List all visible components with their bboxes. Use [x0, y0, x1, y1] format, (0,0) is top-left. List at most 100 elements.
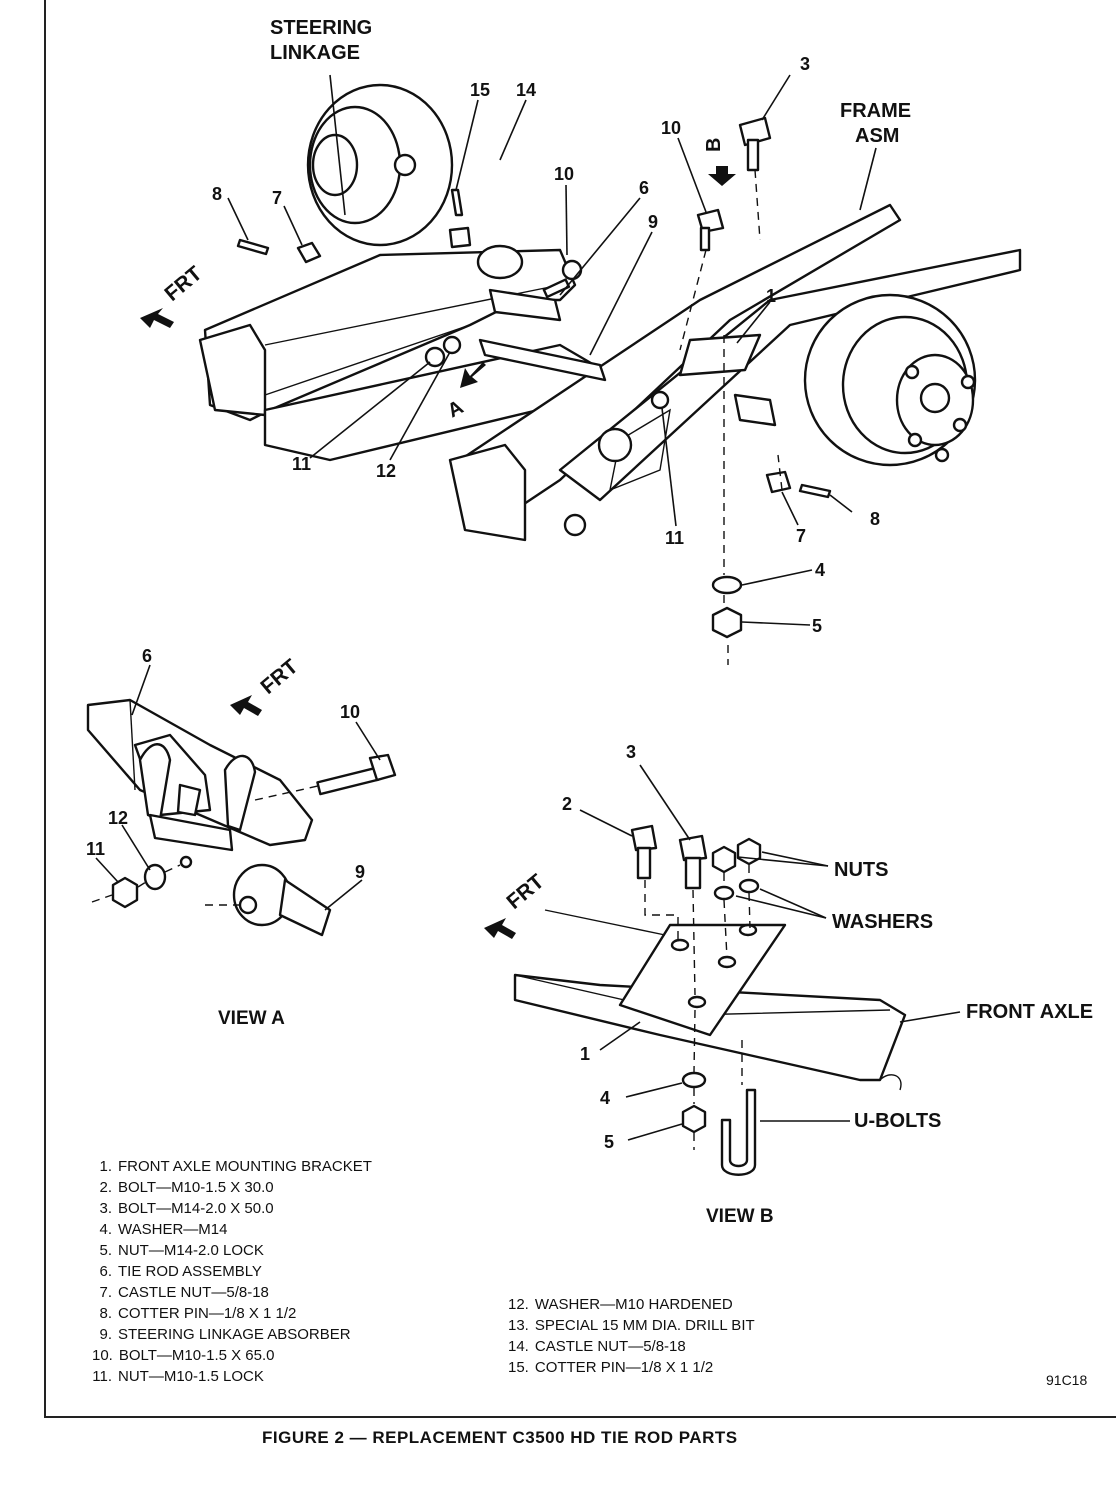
- legend-item: 5. NUT—M14-2.0 LOCK: [92, 1240, 372, 1261]
- callout-10-main-right: 10: [661, 118, 681, 138]
- legend-item-number: 5.: [99, 1242, 112, 1259]
- bolt-m10-main: [696, 208, 725, 252]
- nuts-label: NUTS: [834, 859, 888, 881]
- callout-5-main: 5: [812, 616, 822, 636]
- legend-item-text: BOLT—M10-1.5 X 30.0: [118, 1179, 274, 1196]
- legend-item: 1.FRONT AXLE MOUNTING BRACKET: [92, 1156, 371, 1177]
- legend-item-text: NUT—M14-2.0 LOCK: [118, 1242, 264, 1259]
- view-b-marker: B: [703, 138, 725, 152]
- view-a-leaders: [95, 664, 381, 911]
- nut-view-b-1: [711, 845, 737, 874]
- callout-2-view-b: 2: [562, 794, 572, 814]
- main-view-leaders: [227, 74, 877, 626]
- steering-linkage-label-1: STEERING: [270, 17, 372, 39]
- legend-item-text: COTTER PIN—1/8 X 1 1/2: [534, 1359, 714, 1376]
- nut-m14-main: [711, 606, 743, 639]
- nut-m14-view-b: [681, 1104, 707, 1134]
- callout-10-main-left: 10: [554, 164, 574, 184]
- castle-nut-left: [296, 241, 322, 264]
- callout-9-main: 9: [648, 212, 658, 232]
- legend-item-number: 1.: [99, 1158, 112, 1175]
- view-b-leaders: [579, 764, 961, 1141]
- castle-nut-14: [448, 226, 472, 249]
- callout-6-view-a: 6: [142, 646, 152, 666]
- callout-3-main: 3: [800, 54, 810, 74]
- callout-11-main-left: 11: [292, 454, 311, 474]
- callout-11-main-right: 11: [665, 528, 684, 548]
- legend-item-number: 12.: [508, 1296, 529, 1313]
- callout-15-main: 15: [470, 80, 490, 100]
- frt-arrow-view-b: [484, 918, 516, 939]
- crossmember-bumper-right: [448, 443, 527, 542]
- front-axle-label: FRONT AXLE: [966, 1001, 1093, 1023]
- washer-view-b-1: [713, 885, 735, 901]
- legend-item: 6.TIE ROD ASSEMBLY: [92, 1261, 372, 1282]
- legend-item-number: 9.: [99, 1326, 112, 1343]
- legend-item-number: 7.: [99, 1284, 112, 1301]
- callout-1-main: 1: [766, 286, 776, 306]
- legend-item: 2. BOLT—M10-1.5 X 30.0: [92, 1177, 372, 1198]
- nut-m10-main: [424, 346, 446, 368]
- legend-item-text: WASHER—M14: [118, 1221, 228, 1238]
- bolt-m10-view-b: [630, 824, 658, 880]
- cotter-pin-right: [798, 483, 832, 499]
- legend-item-text: STEERING LINKAGE ABSORBER: [118, 1326, 351, 1343]
- legend-item-text: CASTLE NUT—5/8-18: [118, 1284, 269, 1301]
- callout-12-main: 12: [376, 461, 396, 481]
- castle-nut-right: [765, 470, 792, 494]
- callout-8-main-left: 8: [212, 184, 222, 204]
- legend-item-number: 11.: [92, 1368, 112, 1385]
- frt-arrow-view-a: [230, 695, 262, 716]
- legend-item: 13. SPECIAL 15 MM DIA. DRILL BIT: [508, 1315, 755, 1336]
- legend-item: 9. STEERING LINKAGE ABSORBER: [92, 1324, 372, 1345]
- steering-linkage-label-2: LINKAGE: [270, 42, 360, 64]
- legend-item: 3. BOLT—M14-2.0 X 50.0: [92, 1198, 372, 1219]
- callout-9-view-a: 9: [355, 862, 365, 882]
- legend-item: 4. WASHER—M14: [92, 1219, 372, 1240]
- frame-asm-label-2: ASM: [855, 125, 899, 147]
- callout-10-view-a: 10: [340, 702, 360, 722]
- callout-3-view-b: 3: [626, 742, 636, 762]
- u-bolt-view-b: [720, 1088, 757, 1176]
- legend-item-text: WASHER—M10 HARDENED: [534, 1296, 733, 1313]
- legend-item-number: 14.: [508, 1338, 529, 1355]
- tie-rod-tube: [478, 338, 607, 382]
- legend-item-number: 8.: [99, 1305, 112, 1322]
- steering-linkage-absorber: [488, 288, 562, 322]
- callout-5-view-b: 5: [604, 1132, 614, 1152]
- washer-m10-main: [442, 335, 462, 355]
- legend-item-text: CASTLE NUT—5/8-18: [534, 1338, 686, 1355]
- frt-label-view-a: FRT: [256, 655, 302, 699]
- callout-11-view-a: 11: [86, 839, 105, 859]
- view-b-arrow: [708, 166, 736, 186]
- legend-item-text: SPECIAL 15 MM DIA. DRILL BIT: [534, 1317, 755, 1334]
- view-a-title: VIEW A: [218, 1008, 285, 1029]
- legend-item-number: 2.: [99, 1179, 112, 1196]
- washer-m10-view-a: [143, 863, 167, 891]
- washer-m14-main: [711, 575, 743, 595]
- legend-item-number: 3.: [99, 1200, 112, 1217]
- legend-item-number: 4.: [99, 1221, 112, 1238]
- legend-item: 14. CASTLE NUT—5/8-18: [508, 1336, 755, 1357]
- legend-item-text: BOLT—M14-2.0 X 50.0: [118, 1200, 274, 1217]
- legend-item-number: 15.: [508, 1359, 529, 1376]
- right-hub-assembly: [803, 293, 977, 467]
- legend-item: 11.NUT—M10-1.5 LOCK: [92, 1366, 372, 1387]
- front-axle-mounting-bracket: [678, 333, 762, 377]
- legend-item: 7. CASTLE NUT—5/8-18: [92, 1282, 372, 1303]
- legend-item-number: 10.: [92, 1347, 113, 1364]
- absorber-view-a: [205, 863, 332, 937]
- legend-item: 15. COTTER PIN—1/8 X 1 1/2: [508, 1357, 755, 1378]
- callout-14-main: 14: [516, 80, 536, 100]
- main-assembly-view: [140, 83, 1022, 665]
- cotter-pin-15: [450, 188, 464, 217]
- nut-m10-view-a: [111, 876, 139, 909]
- callout-7-main-right: 7: [796, 526, 806, 546]
- legend-item-number: 13.: [508, 1317, 529, 1334]
- legend-item-number: 6.: [99, 1263, 112, 1280]
- washers-label: WASHERS: [832, 911, 933, 933]
- figure-code: 91C18: [1046, 1372, 1088, 1388]
- frt-label-view-b: FRT: [502, 870, 548, 914]
- legend-item-text: COTTER PIN—1/8 X 1 1/2: [118, 1305, 297, 1322]
